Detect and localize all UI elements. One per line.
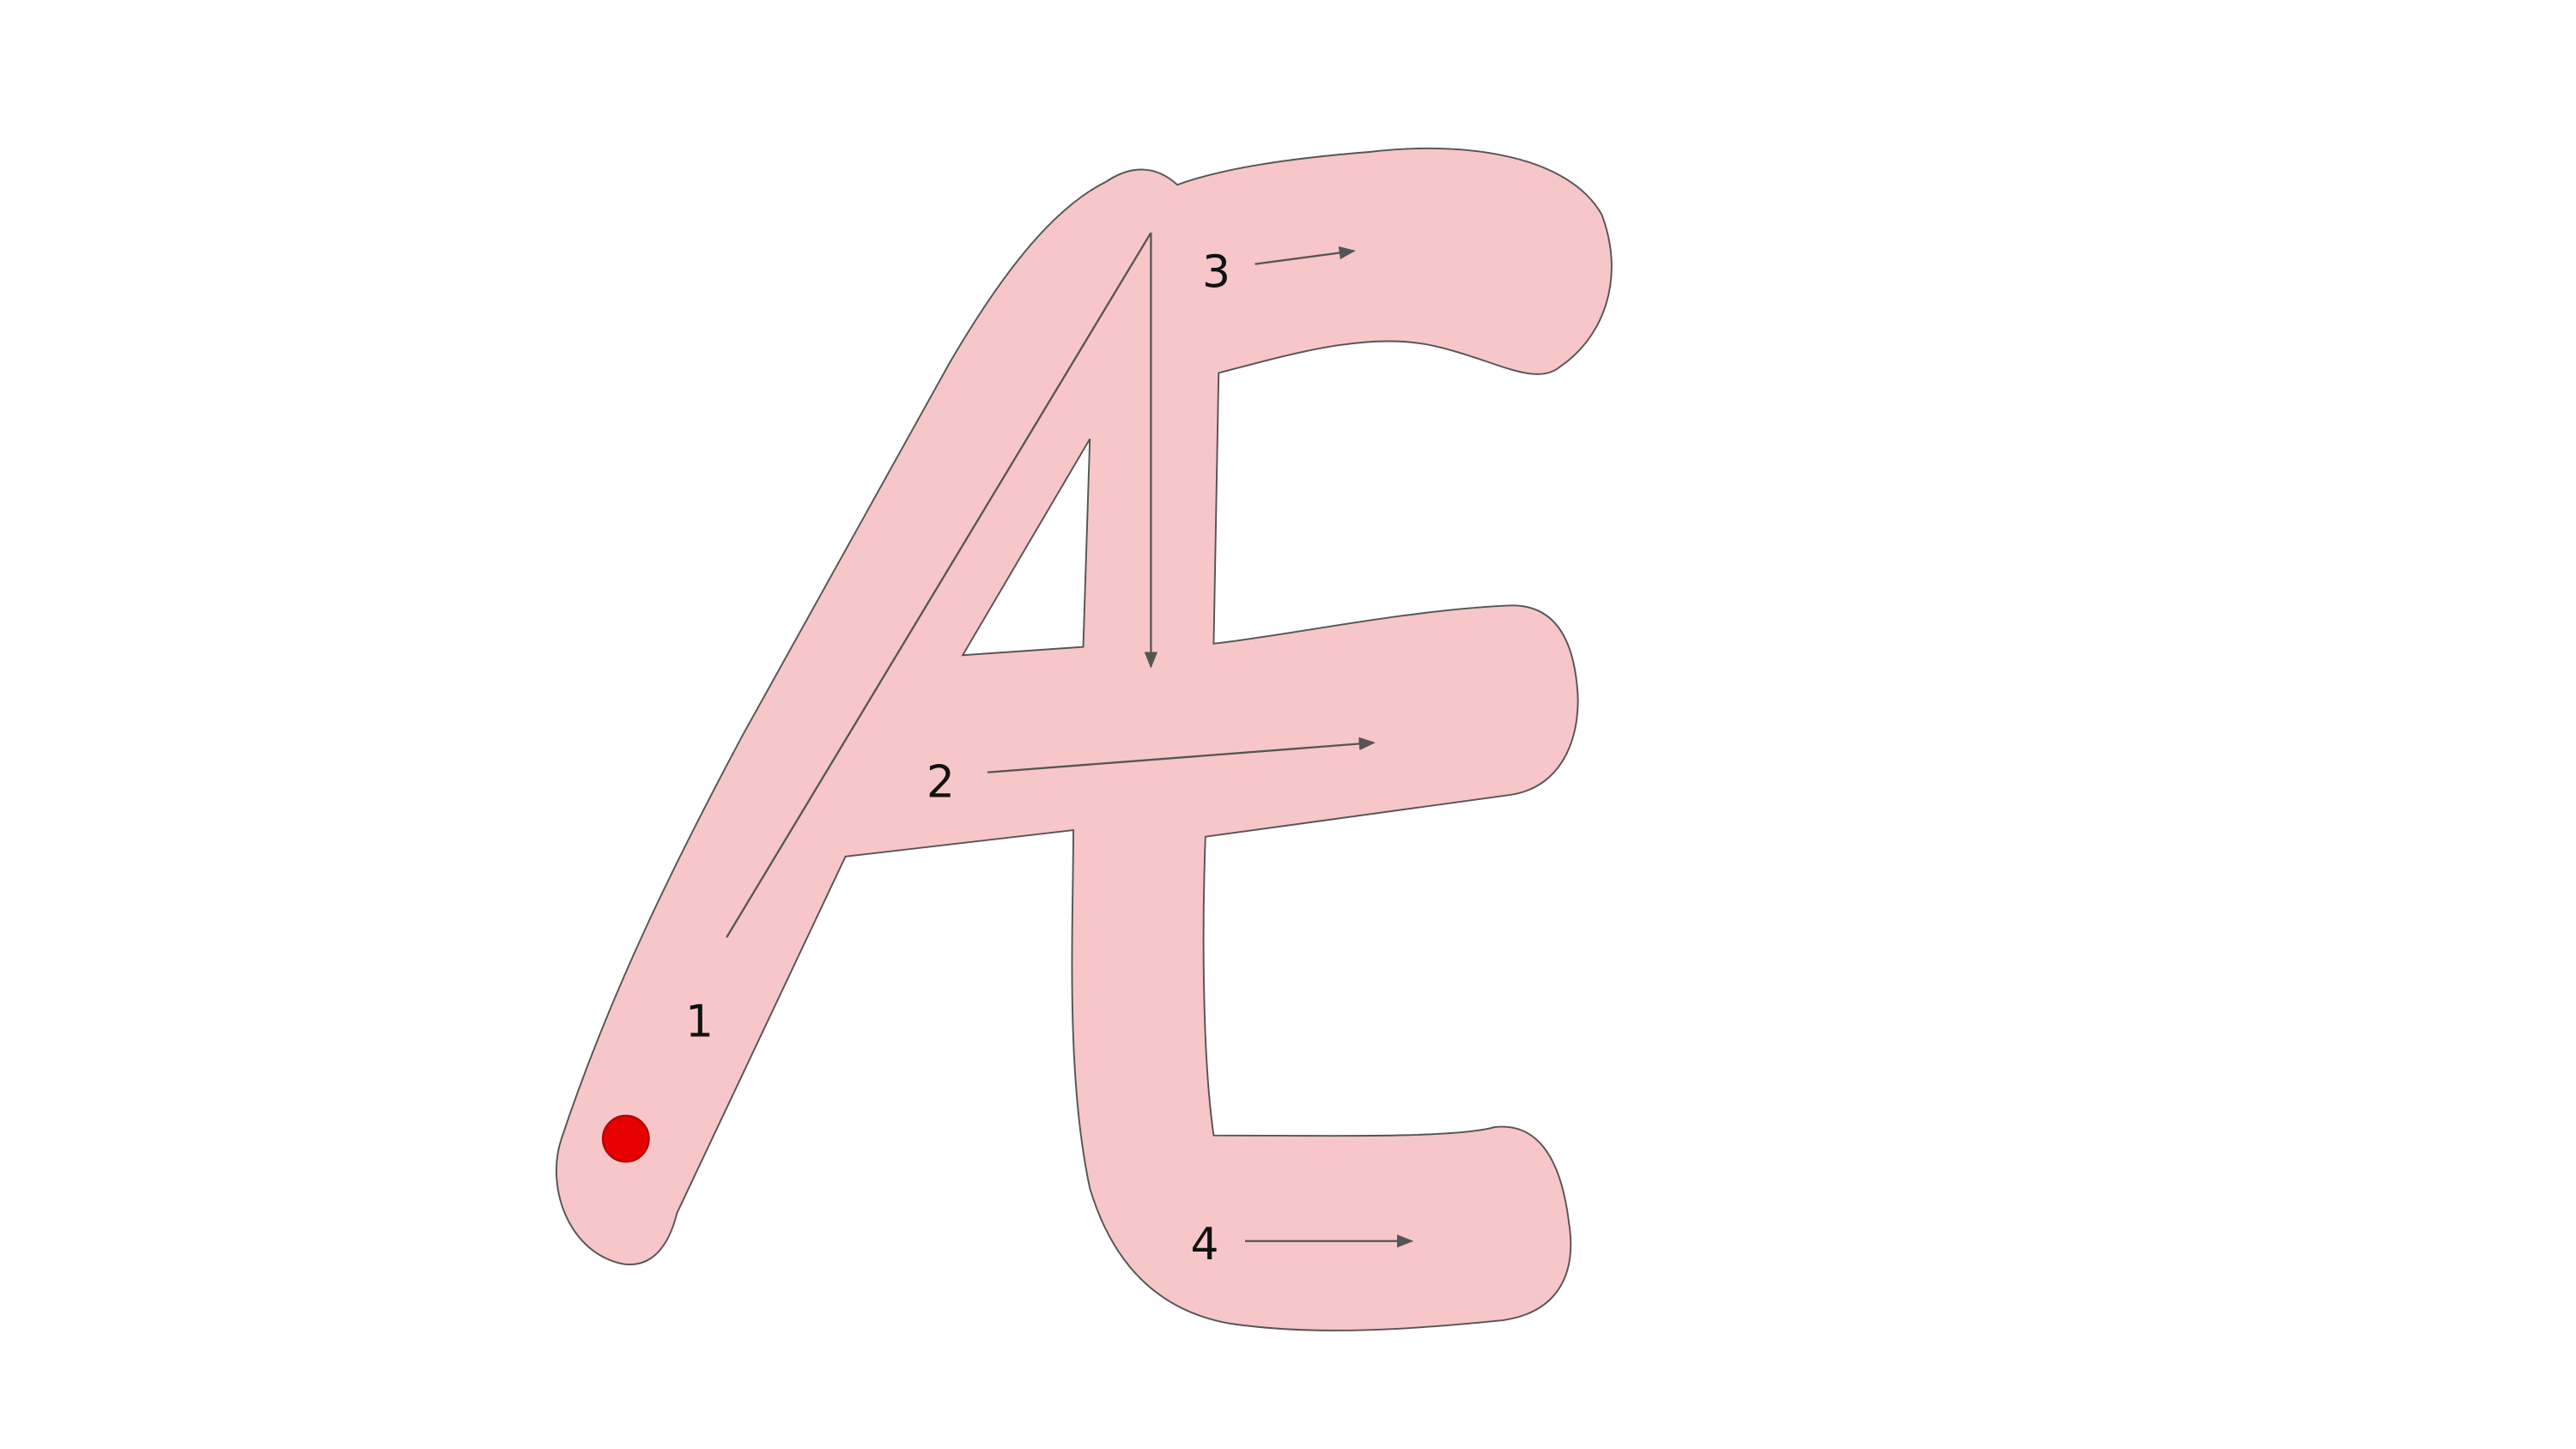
stroke-3-arrow — [1255, 246, 1356, 265]
stroke-4-number: 4 — [1191, 1219, 1219, 1270]
stroke-2-number: 2 — [927, 757, 955, 809]
ae-letter-shape — [556, 147, 1613, 1331]
stroke-1-guide-line — [726, 232, 1152, 938]
start-dot — [601, 1114, 650, 1163]
stroke-1-number: 1 — [685, 996, 714, 1047]
stroke-2-arrow — [987, 737, 1376, 773]
stroke-3-number: 3 — [1202, 247, 1230, 299]
